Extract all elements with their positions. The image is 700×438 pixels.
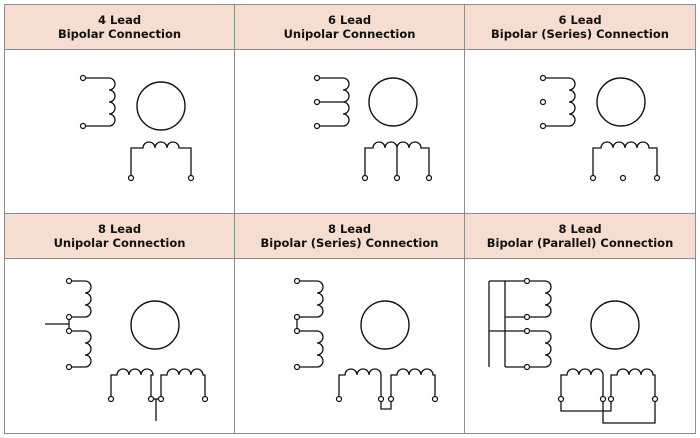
panel-header: 6 Lead Unipolar Connection [235, 5, 464, 50]
panel-8-lead-bipolar-series: 8 Lead Bipolar (Series) Connection [234, 213, 465, 434]
horizontal-coil-right [160, 368, 206, 399]
panel-header: 8 Lead Bipolar (Parallel) Connection [465, 214, 695, 259]
horizontal-coil-right [610, 368, 656, 399]
panel-connection-type: Bipolar (Series) Connection [491, 27, 669, 41]
rotor-circle [136, 81, 186, 131]
terminal [313, 74, 321, 82]
panel-connection-type: Bipolar (Parallel) Connection [486, 236, 674, 250]
panel-header: 8 Lead Bipolar (Series) Connection [235, 214, 464, 259]
wiring-diagram [539, 74, 661, 182]
terminal [651, 395, 659, 403]
terminal [607, 395, 615, 403]
terminal [313, 98, 321, 106]
panel-4-lead-bipolar: 4 Lead Bipolar Connection [4, 4, 235, 214]
panel-lead-count: 8 Lead [558, 222, 602, 236]
panel-6-lead-bipolar-series: 6 Lead Bipolar (Series) Connection [464, 4, 696, 214]
terminal [539, 122, 547, 130]
horizontal-coil-left [110, 368, 154, 399]
terminal [523, 313, 531, 321]
panel-lead-count: 8 Lead [97, 222, 142, 236]
terminal [539, 74, 547, 82]
terminal [393, 174, 401, 182]
panel-connection-type: Bipolar Connection [57, 27, 182, 41]
panel-header: 6 Lead Bipolar (Series) Connection [465, 5, 695, 50]
terminal [653, 174, 661, 182]
vertical-coil-upper [69, 280, 92, 318]
rotor-circle [590, 300, 640, 350]
terminal [201, 395, 209, 403]
wiring-diagram [313, 74, 433, 182]
wiring-diagram [45, 277, 209, 421]
horizontal-coil [592, 141, 658, 178]
terminal [293, 363, 301, 371]
terminal [293, 327, 301, 335]
terminal [523, 327, 531, 335]
vertical-coil [83, 77, 116, 127]
unused-center-tap-terminal [539, 98, 547, 106]
panel-connection-type: Unipolar Connection [283, 27, 416, 41]
terminal [523, 277, 531, 285]
vertical-coil-lower [69, 330, 92, 368]
terminal [65, 277, 73, 285]
panel-8-lead-unipolar: 8 Lead Unipolar Connection [4, 213, 235, 434]
terminal [425, 174, 433, 182]
terminal [335, 395, 343, 403]
panel-lead-count: 4 Lead [97, 13, 142, 27]
terminal [107, 395, 115, 403]
horizontal-coil-right [390, 368, 436, 399]
parallel-bus-wire [560, 399, 612, 412]
terminal [187, 174, 195, 182]
terminal [65, 313, 73, 321]
panel-8-lead-bipolar-parallel: 8 Lead Bipolar (Parallel) Connection [464, 213, 696, 434]
panel-lead-count: 6 Lead [327, 13, 372, 27]
terminal [589, 174, 597, 182]
terminal [361, 174, 369, 182]
terminal [157, 395, 165, 403]
terminal [599, 395, 607, 403]
parallel-bus-wire [602, 399, 656, 424]
terminal [65, 327, 73, 335]
vertical-coil-lower [527, 330, 552, 368]
rotor-circle [368, 77, 418, 127]
terminal [557, 395, 565, 403]
terminal [79, 122, 87, 130]
rotor-circle [596, 77, 646, 127]
horizontal-coil-left [560, 368, 604, 399]
rotor-circle [360, 300, 410, 350]
panel-header: 8 Lead Unipolar Connection [5, 214, 234, 259]
vertical-coil-upper [297, 280, 324, 318]
terminal [79, 74, 87, 82]
rotor-circle [130, 300, 180, 350]
panel-header: 4 Lead Bipolar Connection [5, 5, 234, 50]
panel-6-lead-unipolar: 6 Lead Unipolar Connection [234, 4, 465, 214]
terminal [431, 395, 439, 403]
wiring-diagram [488, 277, 659, 424]
terminal [523, 363, 531, 371]
series-link-wire [380, 399, 392, 410]
horizontal-coil [130, 141, 192, 178]
vertical-coil-upper [527, 280, 552, 318]
terminal [127, 174, 135, 182]
terminal [313, 122, 321, 130]
terminal [293, 277, 301, 285]
panel-lead-count: 8 Lead [327, 222, 372, 236]
terminal [65, 363, 73, 371]
terminal [147, 395, 155, 403]
unused-center-tap-terminal [619, 174, 627, 182]
panel-connection-type: Bipolar (Series) Connection [260, 236, 439, 250]
horizontal-coil-left [338, 368, 382, 399]
terminal [387, 395, 395, 403]
panel-connection-type: Unipolar Connection [53, 236, 186, 250]
vertical-coil [543, 77, 576, 127]
vertical-coil-lower [297, 330, 324, 368]
terminal [293, 313, 301, 321]
wiring-diagram [79, 74, 195, 182]
terminal [377, 395, 385, 403]
panel-lead-count: 6 Lead [558, 13, 602, 27]
wiring-diagram [293, 277, 439, 410]
